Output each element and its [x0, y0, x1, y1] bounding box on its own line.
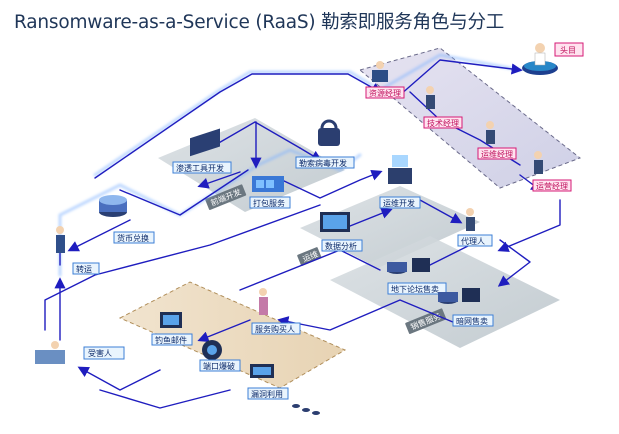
darknet-sale-node: 暗网售卖 — [438, 288, 494, 327]
label-operations-manager: 运营经理 — [536, 181, 568, 191]
label-packing-service: 打包服务 — [253, 198, 285, 208]
label-data-analysis: 数据分析 — [325, 241, 357, 251]
ops-dev-node: 运维开发 — [379, 155, 421, 209]
underground-forum-node: 地下论坛售卖 — [387, 258, 447, 295]
victim-node: 受害人 — [35, 341, 125, 364]
label-boss: 头目 — [560, 45, 576, 55]
transfer-node: 转运 — [56, 226, 100, 275]
label-tech-manager: 技术经理 — [427, 118, 459, 128]
label-currency-exchange: 货币兑换 — [117, 233, 149, 243]
label-resource-manager: 资源经理 — [369, 88, 401, 98]
label-underground-forum: 地下论坛售卖 — [391, 284, 439, 294]
data-analysis-node: 数据分析 — [320, 212, 363, 252]
service-buyer-node: 服务购买人 — [251, 288, 301, 335]
label-agent: 代理人 — [461, 236, 485, 246]
label-ransomware-dev: 勒索病毒开发 — [299, 158, 347, 168]
ops-manager-node: 运维经理 — [477, 121, 517, 160]
port-blasting-node: 端口爆破 — [199, 340, 241, 372]
label-vuln-exploit: 漏洞利用 — [251, 389, 283, 399]
resource-manager-node: 资源经理 — [365, 61, 405, 99]
packing-service-node: 打包服务 — [249, 176, 291, 209]
vuln-exploit-node: 漏洞利用 — [247, 364, 289, 400]
label-transfer: 转运 — [76, 264, 92, 274]
management-platform — [358, 47, 582, 189]
label-phishing-mail: 钓鱼邮件 — [155, 335, 187, 345]
currency-exchange-node: 货币兑换 — [99, 195, 155, 244]
tech-manager-node: 技术经理 — [423, 86, 463, 129]
ransomware-dev-node: 勒索病毒开发 — [295, 119, 355, 169]
label-victim: 受害人 — [88, 348, 112, 358]
boss-node: 头目 — [522, 42, 584, 75]
label-ops-manager: 运维经理 — [481, 149, 513, 159]
label-pen-tool-dev: 渗透工具开发 — [176, 163, 224, 173]
label-darknet-sale: 暗网售卖 — [456, 316, 488, 326]
diagram-title: Ransomware-as-a-Service (RaaS) 勒索即服务角色与分… — [14, 12, 505, 33]
label-port-blasting: 端口爆破 — [203, 361, 235, 371]
label-service-buyer: 服务购买人 — [255, 324, 295, 334]
pen-tool-dev-node: 渗透工具开发 — [172, 128, 232, 174]
label-ops-dev: 运维开发 — [383, 198, 415, 208]
phishing-mail-node: 钓鱼邮件 — [151, 312, 193, 346]
agent-node: 代理人 — [457, 208, 493, 247]
operations-manager-node: 运营经理 — [532, 151, 572, 192]
decor-dots — [292, 404, 320, 415]
